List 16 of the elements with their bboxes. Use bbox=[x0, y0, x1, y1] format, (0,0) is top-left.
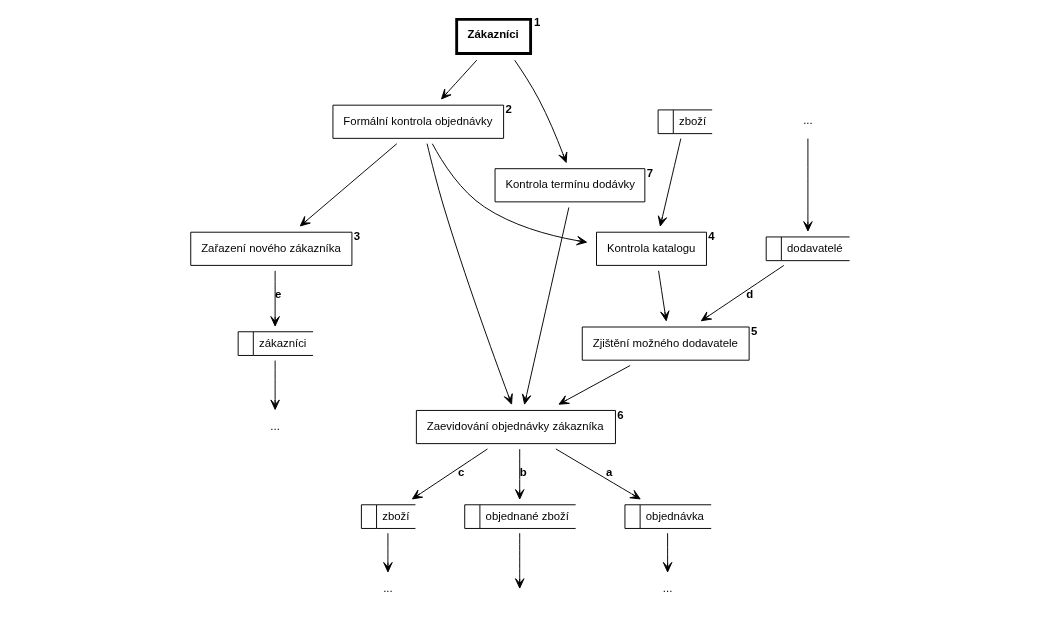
node-label: 3 bbox=[353, 230, 360, 243]
node-label: 7 bbox=[646, 166, 653, 179]
node-label: 1 bbox=[533, 16, 540, 29]
node-text: ... bbox=[662, 582, 672, 595]
node-text: ... bbox=[382, 582, 393, 595]
node-label: 5 bbox=[750, 325, 757, 338]
edge-label: d bbox=[745, 287, 753, 300]
edge-label: c bbox=[457, 465, 464, 478]
node-text: ... bbox=[269, 419, 280, 432]
node-label: 6 bbox=[616, 408, 624, 421]
edge-label: a bbox=[605, 465, 612, 478]
edge-label: e bbox=[274, 287, 281, 300]
node-text: ... bbox=[802, 114, 813, 127]
node-label: 4 bbox=[707, 230, 715, 243]
node-label: 2 bbox=[504, 103, 512, 116]
edge-label: b bbox=[519, 465, 527, 478]
